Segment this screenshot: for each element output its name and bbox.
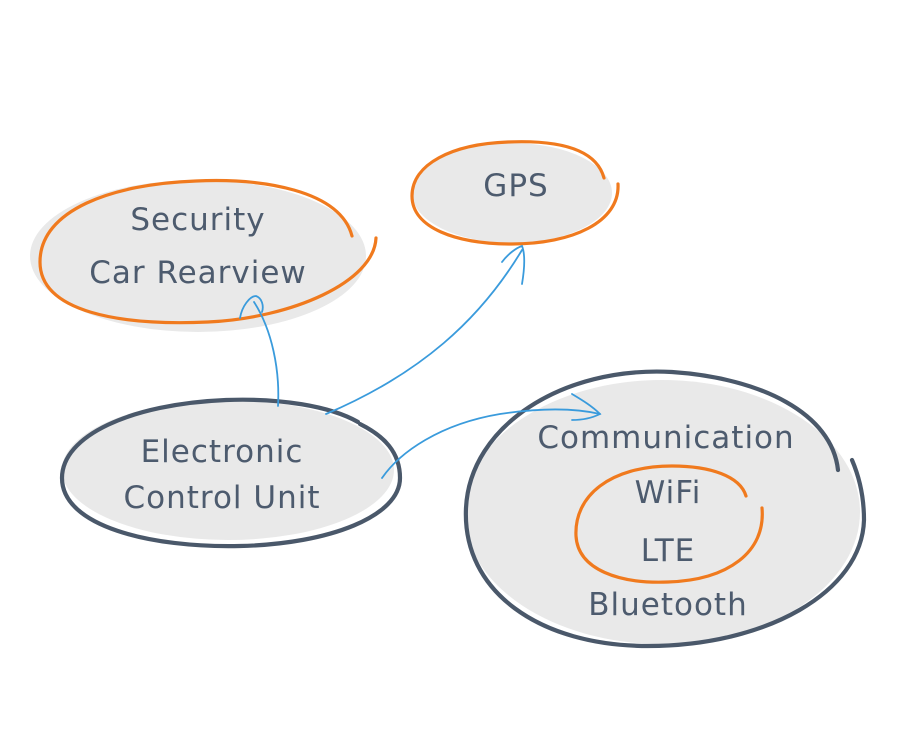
comm-item-wifi: WiFi	[635, 475, 702, 511]
comm-item-lte: LTE	[641, 533, 696, 569]
node-ecu-line2: Control Unit	[123, 480, 320, 516]
node-ecu: Electronic Control Unit	[59, 397, 403, 549]
node-gps: GPS	[410, 140, 620, 246]
node-ecu-outline	[59, 397, 403, 549]
edge-ecu-gps-line	[325, 249, 523, 415]
node-gps-label: GPS	[483, 168, 548, 204]
node-security-line1: Security	[130, 202, 265, 238]
node-communication-outline	[463, 369, 867, 649]
comm-item-bluetooth: Bluetooth	[588, 587, 748, 623]
node-security-outline	[38, 178, 378, 325]
edge-ecu-comm-arrowhead	[571, 393, 602, 421]
node-security-line2: Car Rearview	[89, 255, 307, 291]
node-communication: Communication WiFi LTE Bluetooth	[463, 369, 867, 649]
node-security: Security Car Rearview	[30, 178, 378, 332]
node-security-fill	[30, 180, 366, 332]
node-communication-label: Communication	[537, 420, 794, 456]
edge-ecu-security-line	[253, 301, 280, 407]
edge-ecu-to-communication	[381, 393, 602, 479]
node-gps-outline	[410, 140, 620, 246]
edge-ecu-gps-arrowhead	[501, 244, 526, 285]
wireless-group-outline	[574, 464, 764, 584]
edge-ecu-comm-line	[381, 408, 601, 479]
node-communication-fill	[464, 380, 860, 644]
node-gps-fill	[412, 143, 612, 243]
edge-ecu-security-arrowhead	[239, 295, 264, 319]
node-ecu-fill	[62, 400, 394, 540]
edge-ecu-to-security	[239, 295, 280, 407]
node-ecu-line1: Electronic	[141, 434, 304, 470]
edge-ecu-to-gps	[325, 244, 526, 415]
